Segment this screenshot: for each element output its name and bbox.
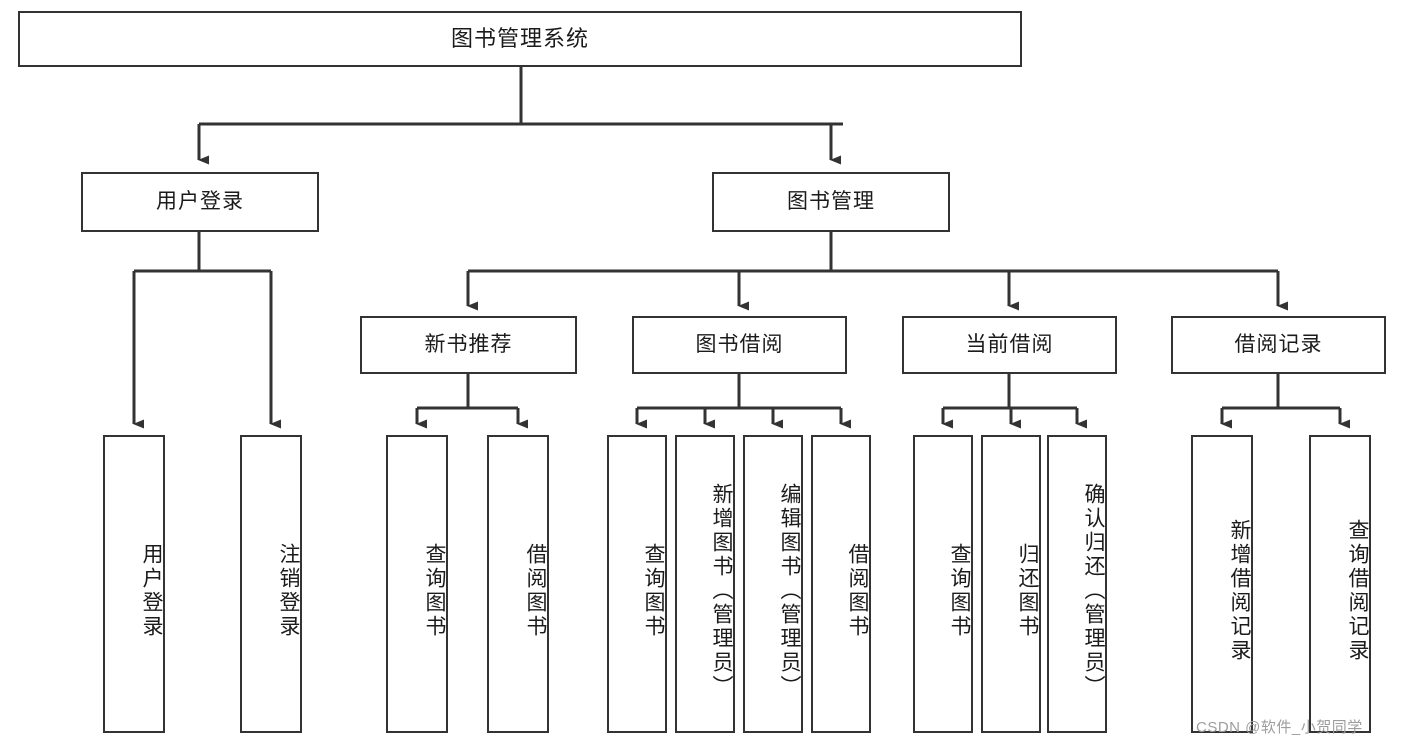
leaf-nb-query-book[interactable]: 查询图书: [386, 435, 448, 733]
node-borrow-record-label: 借阅记录: [1234, 332, 1323, 356]
node-user-login-label: 用户登录: [156, 189, 244, 213]
node-root[interactable]: 图书管理系统: [18, 11, 1022, 67]
leaf-nb-borrow-book-label: 借阅图书: [524, 543, 547, 639]
leaf-logout-label: 注销登录: [277, 543, 300, 639]
leaf-br-add-record-label: 新增借阅记录: [1228, 519, 1251, 663]
leaf-br-query-record[interactable]: 查询借阅记录: [1309, 435, 1371, 733]
leaf-nb-borrow-book[interactable]: 借阅图书: [487, 435, 549, 733]
leaf-bb-edit-book-admin-label: 编辑图书（管理员）: [778, 483, 801, 699]
leaf-br-add-record[interactable]: 新增借阅记录: [1191, 435, 1253, 733]
node-book-manage-label: 图书管理: [787, 189, 875, 213]
node-current-borrow-label: 当前借阅: [965, 332, 1054, 356]
leaf-cb-confirm-return-admin[interactable]: 确认归还（管理员）: [1047, 435, 1107, 733]
node-book-borrow-label: 图书借阅: [695, 332, 784, 356]
leaf-bb-add-book-admin-label: 新增图书（管理员）: [710, 483, 733, 699]
leaf-cb-query-book-label: 查询图书: [948, 543, 971, 639]
leaf-cb-confirm-return-admin-label: 确认归还（管理员）: [1082, 483, 1105, 699]
leaf-bb-borrow-book-label: 借阅图书: [846, 543, 869, 639]
node-root-label: 图书管理系统: [450, 26, 589, 52]
node-current-borrow[interactable]: 当前借阅: [902, 316, 1117, 374]
leaf-br-query-record-label: 查询借阅记录: [1346, 519, 1369, 663]
node-new-book-recommend-label: 新书推荐: [424, 332, 513, 356]
leaf-bb-edit-book-admin[interactable]: 编辑图书（管理员）: [743, 435, 803, 733]
leaf-user-login-label: 用户登录: [140, 543, 163, 639]
leaf-logout[interactable]: 注销登录: [240, 435, 302, 733]
node-book-borrow[interactable]: 图书借阅: [632, 316, 847, 374]
node-book-manage[interactable]: 图书管理: [712, 172, 950, 232]
leaf-bb-query-book-label: 查询图书: [642, 543, 665, 639]
leaf-bb-borrow-book[interactable]: 借阅图书: [811, 435, 871, 733]
node-new-book-recommend[interactable]: 新书推荐: [360, 316, 577, 374]
leaf-user-login[interactable]: 用户登录: [103, 435, 165, 733]
node-user-login[interactable]: 用户登录: [81, 172, 319, 232]
leaf-cb-return-book-label: 归还图书: [1016, 543, 1039, 639]
leaf-cb-return-book[interactable]: 归还图书: [981, 435, 1041, 733]
leaf-nb-query-book-label: 查询图书: [423, 543, 446, 639]
leaf-bb-query-book[interactable]: 查询图书: [607, 435, 667, 733]
leaf-bb-add-book-admin[interactable]: 新增图书（管理员）: [675, 435, 735, 733]
node-borrow-record[interactable]: 借阅记录: [1171, 316, 1386, 374]
watermark: CSDN @软件_小贺同学: [1196, 719, 1363, 736]
leaf-cb-query-book[interactable]: 查询图书: [913, 435, 973, 733]
